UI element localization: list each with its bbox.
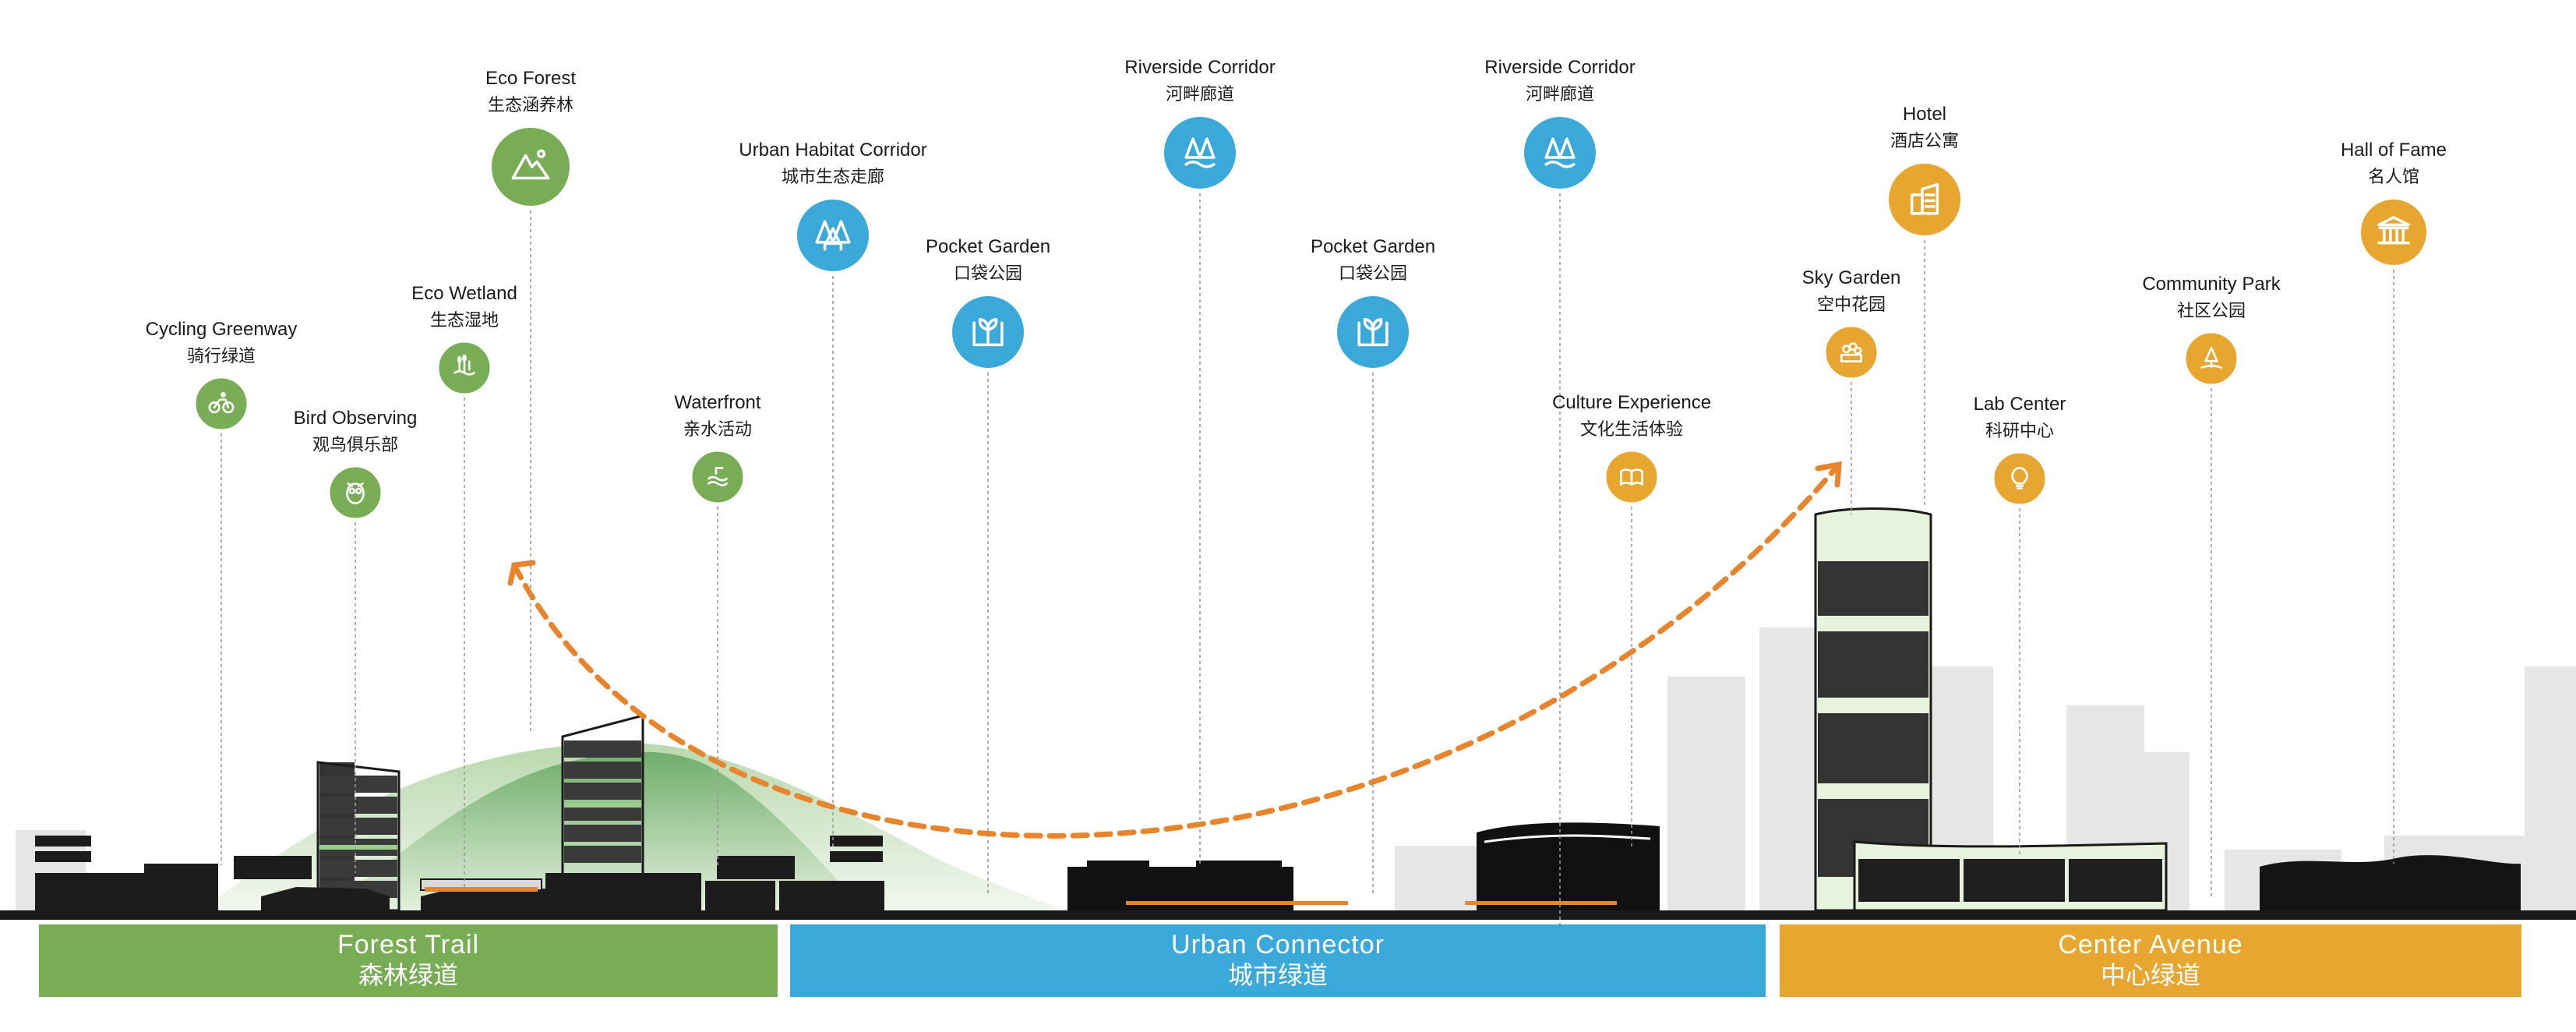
building-icon bbox=[1886, 161, 1964, 239]
poi-name-en: Riverside Corridor bbox=[1484, 57, 1636, 78]
poi-name-en: Community Park bbox=[2142, 274, 2281, 295]
zone-center-cn: 中心绿道 bbox=[2100, 961, 2200, 989]
poi-label-riverside-corridor-2: Riverside Corridor 河畔廊道 bbox=[1484, 55, 1635, 108]
poi-label-community-park: Community Park 社区公园 bbox=[2142, 271, 2280, 324]
poi-label-sky-garden: Sky Garden 空中花园 bbox=[1802, 265, 1901, 318]
zone-band-urban: Urban Connector 城市绿道 bbox=[790, 924, 1766, 997]
arrow-heads bbox=[507, 461, 1842, 586]
poi-name-cn: 酒店公寓 bbox=[1890, 131, 1960, 150]
zone-forest-en: Forest Trail bbox=[337, 930, 480, 960]
poi-name-en: Pocket Garden bbox=[925, 236, 1051, 257]
poi-label-culture-experience: Culture Experience 文化生活体验 bbox=[1552, 390, 1711, 443]
poi-name-en: Eco Forest bbox=[485, 68, 577, 89]
poi-name-cn: 科研中心 bbox=[1985, 421, 2054, 440]
poi-name-en: Sky Garden bbox=[1801, 267, 1901, 288]
poi-name-cn: 口袋公园 bbox=[1338, 263, 1407, 283]
center-buildings bbox=[1814, 507, 2521, 912]
poi-name-cn: 河畔廊道 bbox=[1525, 84, 1595, 104]
poi-name-en: Hotel bbox=[1902, 104, 1947, 125]
poi-name-en: Culture Experience bbox=[1551, 392, 1712, 413]
poi-label-riverside-corridor-1: Riverside Corridor 河畔廊道 bbox=[1124, 55, 1275, 108]
poi-name-cn: 河畔廊道 bbox=[1165, 84, 1235, 104]
bicycle-icon bbox=[193, 376, 249, 432]
poi-label-waterfront: Waterfront 亲水活动 bbox=[674, 390, 760, 443]
poi-label-hall-of-fame: Hall of Fame 名人馆 bbox=[2341, 137, 2447, 190]
zone-forest-cn: 森林绿道 bbox=[358, 961, 458, 989]
poi-label-pocket-garden-1: Pocket Garden 口袋公园 bbox=[926, 234, 1050, 287]
poi-name-cn: 骑行绿道 bbox=[186, 346, 256, 366]
poi-label-pocket-garden-2: Pocket Garden 口袋公园 bbox=[1311, 234, 1435, 287]
poi-name-cn: 社区公园 bbox=[2176, 301, 2246, 320]
flowers-icon bbox=[1823, 324, 1879, 380]
poi-name-en: Waterfront bbox=[674, 392, 761, 413]
poi-name-cn: 亲水活动 bbox=[683, 419, 753, 439]
poi-name-en: Pocket Garden bbox=[1310, 236, 1436, 257]
sprout-icon bbox=[949, 293, 1027, 371]
connection-arrow bbox=[511, 461, 1842, 839]
poi-icons bbox=[193, 114, 2430, 521]
poi-name-cn: 口袋公园 bbox=[953, 263, 1022, 283]
river-trees-icon bbox=[1521, 114, 1599, 192]
poi-label-eco-wetland: Eco Wetland 生态湿地 bbox=[411, 281, 517, 334]
poi-name-cn: 生态涵养林 bbox=[487, 95, 574, 115]
trees-icon bbox=[794, 196, 872, 274]
zone-band-forest: Forest Trail 森林绿道 bbox=[39, 924, 778, 997]
sprout-icon bbox=[1334, 293, 1412, 371]
poi-name-en: Bird Observing bbox=[293, 408, 418, 429]
poi-name-en: Cycling Greenway bbox=[145, 319, 298, 340]
river-trees-icon bbox=[1161, 114, 1239, 192]
poi-label-hotel: Hotel 酒店公寓 bbox=[1890, 101, 1959, 154]
zone-center-en: Center Avenue bbox=[2058, 930, 2243, 960]
mountain-icon bbox=[489, 125, 573, 209]
wetland-icon bbox=[436, 340, 492, 396]
urban-buildings bbox=[1067, 822, 1660, 910]
poi-name-cn: 空中花园 bbox=[1816, 295, 1886, 314]
poi-label-bird-observing: Bird Observing 观鸟俱乐部 bbox=[294, 405, 418, 458]
ground-line bbox=[0, 910, 2576, 920]
poi-name-en: Riverside Corridor bbox=[1124, 57, 1276, 78]
owl-icon bbox=[327, 465, 383, 521]
poi-name-en: Eco Wetland bbox=[411, 283, 517, 304]
poi-label-lab-center: Lab Center 科研中心 bbox=[1974, 391, 2066, 444]
lightbulb-icon bbox=[1992, 451, 2048, 507]
poi-name-cn: 名人馆 bbox=[2367, 167, 2420, 186]
poi-label-eco-forest: Eco Forest 生态涵养林 bbox=[485, 65, 576, 118]
poi-name-en: Hall of Fame bbox=[2340, 140, 2447, 161]
poi-name-cn: 文化生活体验 bbox=[1579, 419, 1684, 439]
tree-icon bbox=[2183, 330, 2239, 387]
poi-name-en: Urban Habitat Corridor bbox=[739, 140, 927, 161]
zone-urban-cn: 城市绿道 bbox=[1227, 961, 1328, 989]
poi-label-urban-habitat-corridor: Urban Habitat Corridor 城市生态走廊 bbox=[739, 137, 926, 190]
zone-urban-en: Urban Connector bbox=[1171, 930, 1385, 960]
temple-icon bbox=[2358, 196, 2430, 268]
water-icon bbox=[690, 449, 746, 505]
poi-name-cn: 观鸟俱乐部 bbox=[312, 435, 399, 454]
poi-label-cycling-greenway: Cycling Greenway 骑行绿道 bbox=[146, 316, 298, 369]
poi-name-en: Lab Center bbox=[1973, 394, 2066, 415]
poi-name-cn: 城市生态走廊 bbox=[781, 167, 884, 186]
zone-band-center: Center Avenue 中心绿道 bbox=[1780, 924, 2521, 997]
leader-lines bbox=[221, 193, 2394, 947]
poi-name-cn: 生态湿地 bbox=[429, 310, 499, 330]
book-icon bbox=[1604, 449, 1660, 505]
